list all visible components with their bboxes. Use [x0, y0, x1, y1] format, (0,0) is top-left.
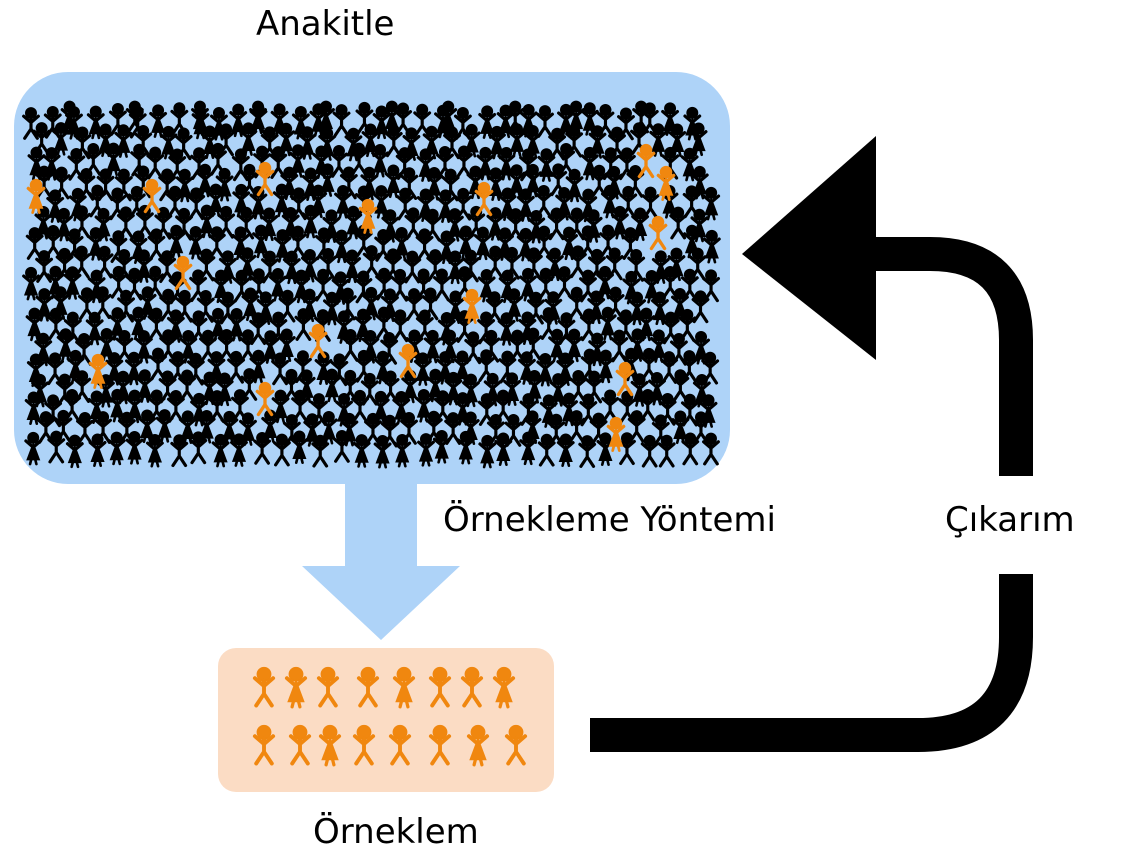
- inference-label: Çıkarım: [945, 500, 1075, 540]
- down-arrow-icon: [302, 484, 460, 640]
- arrowhead-icon: [742, 136, 876, 360]
- curved-arrow-shaft-upper: [870, 237, 1033, 476]
- sampling-method-label: Örnekleme Yöntemi: [443, 500, 776, 540]
- sample-label: Örneklem: [313, 812, 479, 852]
- population-label: Anakitle: [256, 4, 395, 44]
- curved-arrow-icon: [590, 574, 1033, 752]
